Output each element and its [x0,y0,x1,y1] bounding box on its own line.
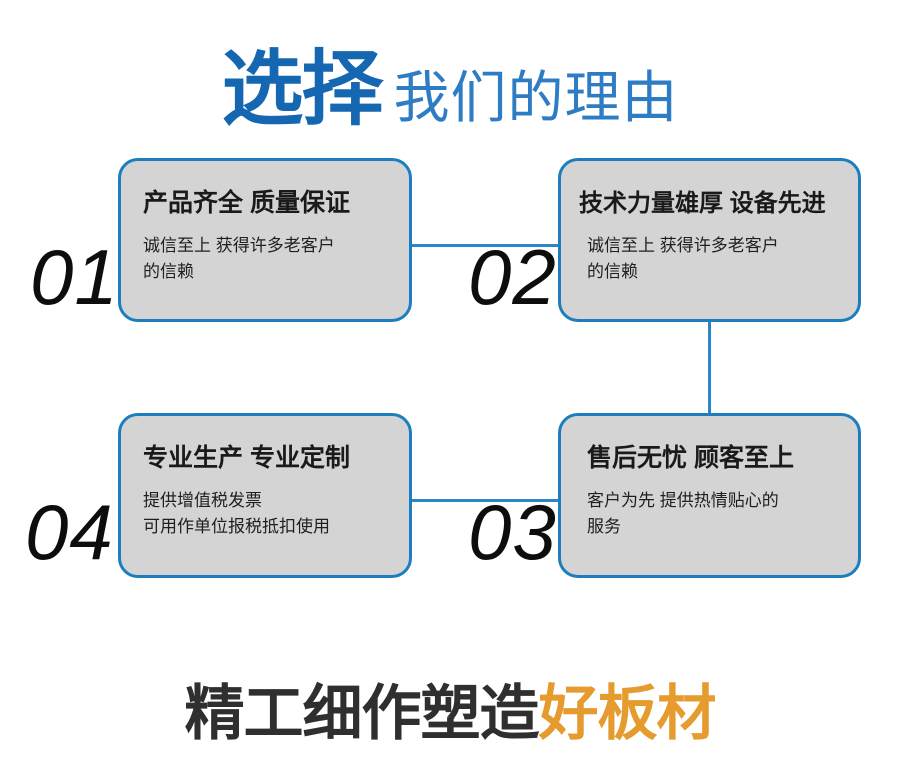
feature-card-04-number: 04 [25,488,114,576]
feature-card-01-body-line-2: 的信赖 [143,262,194,281]
footer-tagline: 精工细作塑造好板材 [0,665,900,752]
page-title-emphasis: 选择 [221,42,383,137]
footer-tagline-primary: 精工细作塑造 [184,679,540,749]
feature-card-01-number: 01 [30,233,119,321]
feature-card-03[interactable]: 售后无忧 顾客至上 客户为先 提供热情贴心的 服务 [558,413,861,578]
feature-card-02-body-line-1: 诚信至上 获得许多老客户 [587,236,779,255]
feature-card-02-title: 技术力量雄厚 设备先进 [579,190,826,217]
connector-02-to-03 [708,320,711,415]
feature-card-03-title: 售后无忧 顾客至上 [587,444,794,472]
feature-card-01-body: 诚信至上 获得许多老客户 的信赖 [143,233,401,285]
feature-card-02-body-line-2: 的信赖 [587,262,638,281]
connector-01-to-02 [410,244,560,247]
feature-card-04-body-line-2: 可用作单位报税抵扣使用 [143,517,330,536]
feature-card-04-body: 提供增值税发票 可用作单位报税抵扣使用 [143,488,401,540]
feature-card-03-body-line-1: 客户为先 提供热情贴心的 [587,491,779,510]
feature-card-04-title: 专业生产 专业定制 [143,444,350,472]
page-title: 选择我们的理由 [0,22,900,141]
feature-card-01[interactable]: 产品齐全 质量保证 诚信至上 获得许多老客户 的信赖 [118,158,412,322]
connector-04-to-03 [410,499,560,502]
feature-card-01-title: 产品齐全 质量保证 [143,189,350,217]
feature-card-04-body-line-1: 提供增值税发票 [143,491,262,510]
feature-card-04[interactable]: 专业生产 专业定制 提供增值税发票 可用作单位报税抵扣使用 [118,413,412,578]
feature-card-02[interactable]: 技术力量雄厚 设备先进 诚信至上 获得许多老客户 的信赖 [558,158,861,322]
feature-card-03-number: 03 [468,488,557,576]
feature-card-03-body: 客户为先 提供热情贴心的 服务 [587,488,845,540]
feature-card-01-body-line-1: 诚信至上 获得许多老客户 [143,236,335,255]
feature-card-03-body-line-2: 服务 [587,517,621,536]
feature-card-02-body: 诚信至上 获得许多老客户 的信赖 [587,233,845,285]
feature-card-02-number: 02 [468,233,557,321]
page-title-subtext: 我们的理由 [393,66,679,129]
footer-tagline-accent: 好板材 [538,679,717,749]
